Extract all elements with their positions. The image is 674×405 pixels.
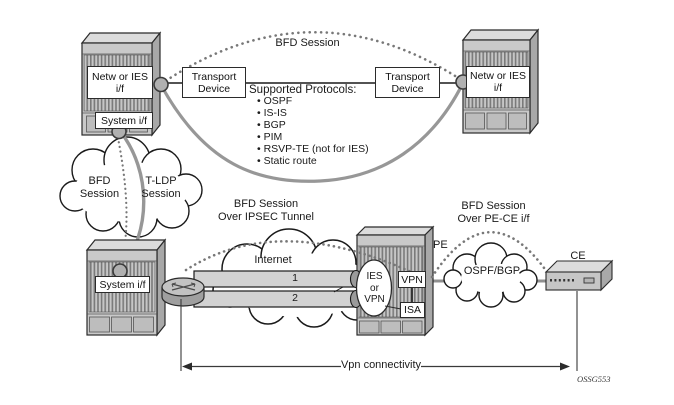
netw-port-dot [153,76,169,93]
vpn-connectivity-arrow [180,291,578,371]
bfd-pece-dotted-arc [430,230,549,279]
tunnel-1-label: 1 [292,272,298,284]
system-if-bottom-label: System i/f [95,276,150,293]
session-path-arc [159,82,465,183]
protocol-item: RSVP-TE (not for IES) [257,143,369,155]
ce-label: CE [570,250,586,262]
bfd-pece-title: BFD Session Over PE-CE i/f [457,200,530,225]
router-puck-icon [161,277,205,307]
bfd-session-top-dotted-arc [159,31,465,86]
ospf-bgp-cloud [443,242,538,308]
system-if-top-label: System i/f [95,112,153,129]
isa-box-label: ISA [400,302,425,318]
protocol-item: BGP [257,119,286,131]
bfd-session-top-label: BFD Session [275,37,340,49]
protocol-item: Static route [257,155,317,167]
supported-protocols-heading: Supported Protocols: [249,84,357,96]
ce-router-icon [544,259,614,292]
transport-device-right-box: Transport Device [375,67,440,98]
bfd-ipsec-title: BFD Session Over IPSEC Tunnel [218,198,314,223]
transport-device-left-box: Transport Device [182,67,246,98]
protocol-item: IS-IS [257,107,287,119]
cloud-tldp-session-label: T-LDP Session [141,175,181,200]
vpn-connectivity-label: Vpn connectivity [340,359,422,371]
ies-or-vpn-ellipse [355,259,393,317]
bfd-session-dotted-curve [115,131,128,268]
protocol-item: PIM [257,131,283,143]
netw-or-ies-left-label: Netw or IES i/f [87,66,153,99]
figure-id-label: OSSG553 [577,374,611,384]
cloud-bfd-session-label: BFD Session [79,175,120,200]
ospf-bgp-label: OSPF/BGP [463,265,521,277]
vpn-box-label: VPN [398,271,426,288]
netw-or-ies-right-label: Netw or IES i/f [466,66,530,98]
isa-pointer-line [384,305,402,310]
tunnel-2-label: 2 [292,292,298,304]
pe-label: PE [433,239,448,251]
protocol-item: OSPF [257,95,293,107]
ies-or-vpn-label: IES or VPN [364,271,385,305]
internet-label: Internet [254,254,292,266]
